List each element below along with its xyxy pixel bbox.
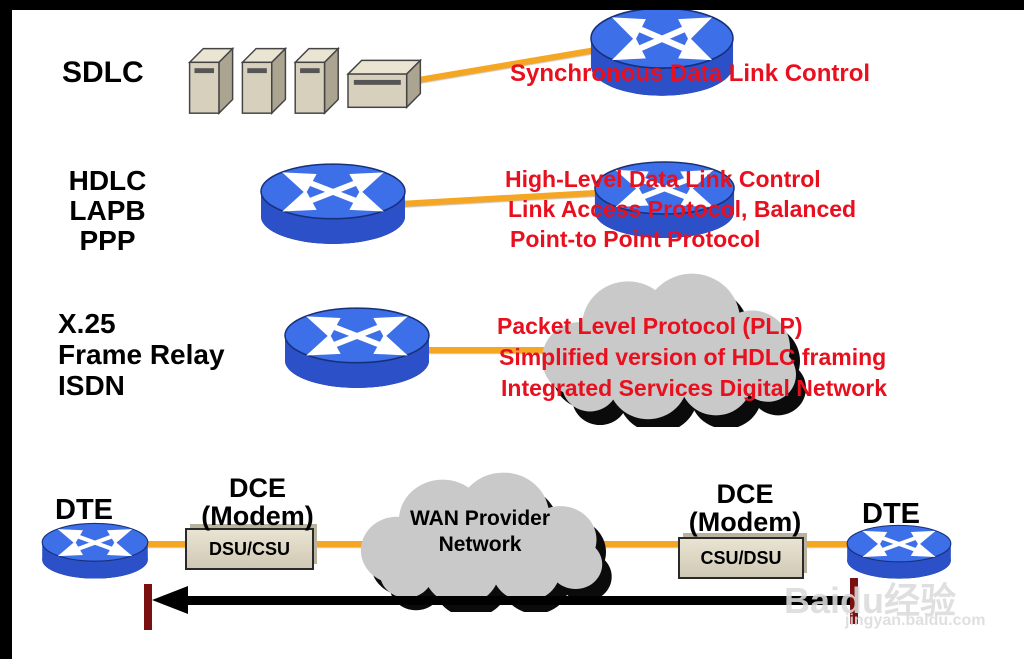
description-isdn: Integrated Services Digital Network	[501, 375, 888, 401]
description-sdlc: Synchronous Data Link Control	[510, 60, 871, 87]
label-sdlc: SDLC	[62, 56, 144, 89]
description-hdlc: High-Level Data Link Control	[505, 166, 821, 192]
label-lapb: LAPB	[69, 195, 146, 226]
label-dce-right: DCE	[716, 479, 774, 509]
watermark-brand: Baidu经验	[784, 580, 957, 621]
csu-dsu-box-right: CSU/DSU	[678, 537, 804, 579]
router-icon	[282, 306, 432, 390]
arrow-head-icon	[152, 586, 188, 614]
label-ppp: PPP	[79, 225, 136, 256]
span-arrow	[186, 596, 852, 605]
left-border	[0, 0, 12, 659]
description-ppp: Point-to Point Protocol	[510, 226, 761, 252]
label-modem-right: (Modem)	[688, 507, 802, 537]
label-isdn: ISDN	[58, 370, 125, 401]
label-frame-relay: Frame Relay	[58, 339, 225, 370]
label-dte-right: DTE	[862, 498, 920, 530]
description-frame-relay: Simplified version of HDLC framing	[499, 344, 887, 370]
label-x25: X.25	[58, 308, 116, 339]
endpoint-marker-right	[850, 578, 858, 624]
dsu-csu-box-left: DSU/CSU	[185, 528, 314, 570]
top-border	[0, 0, 1024, 10]
wan-cloud-label-line1: WAN Provider	[409, 507, 551, 530]
label-dce-left: DCE	[228, 473, 286, 503]
watermark-url: jingyan.baidu.com	[845, 612, 986, 629]
router-icon	[40, 522, 150, 580]
endpoint-marker-left	[144, 584, 152, 630]
connector-line-x25	[418, 347, 583, 353]
router-icon	[258, 162, 408, 246]
label-dte-left: DTE	[55, 494, 113, 526]
label-hdlc: HDLC	[68, 165, 147, 196]
label-modem-left: (Modem)	[201, 501, 314, 531]
wan-cloud-label-line2: Network	[438, 533, 522, 556]
description-x25: Packet Level Protocol (PLP)	[497, 313, 803, 339]
description-lapb: Link Access Protocol, Balanced	[508, 196, 857, 222]
mainframe-icon	[187, 46, 423, 115]
